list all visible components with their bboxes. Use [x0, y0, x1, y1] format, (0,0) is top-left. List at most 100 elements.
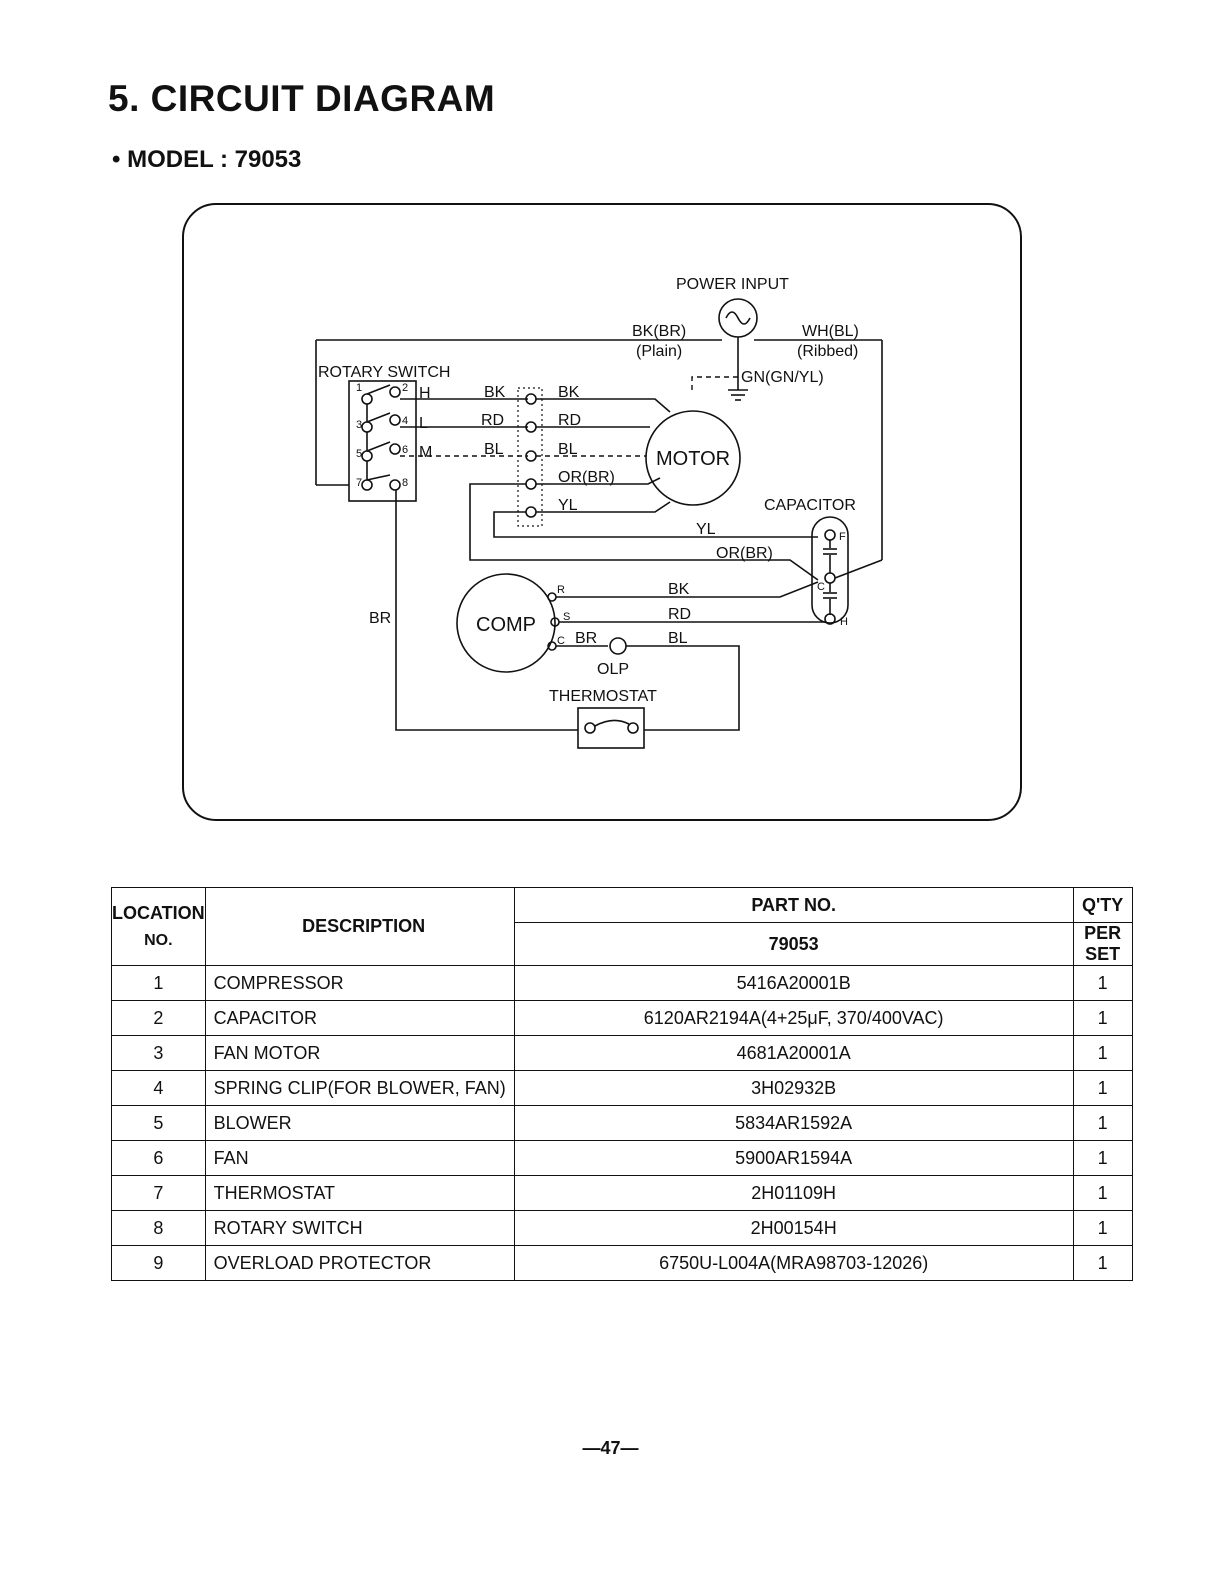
location-cell: 5	[111, 1105, 206, 1141]
ground-dashed-lead	[691, 376, 738, 392]
thermostat-switch-icon	[594, 719, 630, 727]
part-no-cell: 6750U-L004A(MRA98703-12026)	[513, 1245, 1074, 1281]
capacitor-body	[811, 516, 849, 624]
capacitor-terminals	[823, 529, 837, 625]
svg-text:RD: RD	[668, 606, 691, 623]
description-cell: FAN MOTOR	[204, 1035, 515, 1071]
svg-text:BK: BK	[668, 581, 690, 598]
description-cell: OVERLOAD PROTECTOR	[204, 1245, 515, 1281]
svg-text:YL: YL	[696, 521, 716, 538]
svg-text:F: F	[839, 531, 846, 543]
svg-text:4: 4	[402, 415, 408, 427]
qty-header-line1: Q'TY	[1072, 887, 1133, 923]
svg-text:R: R	[557, 584, 565, 596]
svg-text:BK: BK	[484, 384, 506, 401]
olp-label: OLP	[597, 661, 629, 678]
svg-text:6: 6	[402, 444, 408, 456]
description-cell: ROTARY SWITCH	[204, 1210, 515, 1246]
motor-circle	[645, 410, 741, 506]
description-cell: BLOWER	[204, 1105, 515, 1141]
diagram-frame	[182, 203, 1022, 821]
wh-bl-label: WH(BL)	[802, 323, 859, 340]
thermostat-label: THERMOSTAT	[549, 688, 657, 705]
svg-text:OR(BR): OR(BR)	[558, 469, 615, 486]
svg-text:YL: YL	[558, 497, 578, 514]
location-cell: 2	[111, 1000, 206, 1036]
qty-cell: 1	[1072, 1070, 1133, 1106]
description-cell: CAPACITOR	[204, 1000, 515, 1036]
model-subtitle: • MODEL : 79053	[112, 146, 302, 173]
qty-cell: 1	[1072, 965, 1133, 1001]
ground-label: GN(GN/YL)	[741, 369, 824, 386]
part-no-cell: 5834AR1592A	[513, 1105, 1074, 1141]
part-no-cell: 2H00154H	[513, 1210, 1074, 1246]
location-cell: 4	[111, 1070, 206, 1106]
connector-block	[517, 387, 543, 527]
part-no-cell: 5900AR1594A	[513, 1140, 1074, 1176]
bk-br-label: BK(BR)	[632, 323, 686, 340]
ribbed-label: (Ribbed)	[797, 343, 858, 360]
parts-table: LOCATION NO. DESCRIPTION PART NO. Q'TY 7…	[111, 887, 1133, 1281]
svg-text:C: C	[817, 581, 825, 593]
plain-label: (Plain)	[636, 343, 682, 360]
qty-cell: 1	[1072, 1000, 1133, 1036]
svg-text:H: H	[840, 616, 848, 628]
svg-text:8: 8	[402, 477, 408, 489]
location-cell: 7	[111, 1175, 206, 1211]
location-cell: 1	[111, 965, 206, 1001]
svg-text:BL: BL	[558, 441, 578, 458]
svg-text:S: S	[563, 611, 570, 623]
qty-cell: 1	[1072, 1035, 1133, 1071]
svg-text:OR(BR): OR(BR)	[716, 545, 773, 562]
description-cell: FAN	[204, 1140, 515, 1176]
thermostat-box	[577, 707, 645, 749]
qty-cell: 1	[1072, 1175, 1133, 1211]
compressor-circle	[456, 573, 556, 673]
description-cell: THERMOSTAT	[204, 1175, 515, 1211]
circuit-diagram: POWER INPUT BK(BR) (Plain) WH(BL) (Ribbe…	[315, 276, 883, 749]
capacitor-label: CAPACITOR	[764, 497, 856, 514]
ac-sine-icon	[725, 311, 751, 325]
location-header: LOCATION NO.	[111, 887, 206, 966]
part-no-cell: 2H01109H	[513, 1175, 1074, 1211]
part-no-cell: 4681A20001A	[513, 1035, 1074, 1071]
svg-text:BL: BL	[668, 630, 688, 647]
location-cell: 9	[111, 1245, 206, 1281]
part-no-header: PART NO.	[513, 887, 1074, 923]
svg-text:1: 1	[356, 382, 362, 394]
description-cell: COMPRESSOR	[204, 965, 515, 1001]
page-title: 5. CIRCUIT DIAGRAM	[108, 78, 496, 119]
svg-text:2: 2	[402, 382, 408, 394]
part-no-cell: 6120AR2194A(4+25μF, 370/400VAC)	[513, 1000, 1074, 1036]
svg-text:7: 7	[356, 477, 362, 489]
svg-text:RD: RD	[558, 412, 581, 429]
description-cell: SPRING CLIP(FOR BLOWER, FAN)	[204, 1070, 515, 1106]
power-input-label: POWER INPUT	[676, 276, 789, 293]
switch-h-label: H	[419, 385, 431, 402]
motor-label: MOTOR	[656, 448, 730, 470]
rotary-switch-label: ROTARY SWITCH	[318, 364, 450, 381]
svg-text:BK: BK	[558, 384, 580, 401]
model-header: 79053	[513, 922, 1074, 966]
qty-cell: 1	[1072, 1140, 1133, 1176]
description-header: DESCRIPTION	[204, 887, 515, 966]
qty-cell: 1	[1072, 1210, 1133, 1246]
location-cell: 3	[111, 1035, 206, 1071]
qty-cell: 1	[1072, 1245, 1133, 1281]
page-number: —47—	[582, 1438, 639, 1458]
rotary-switch-box	[348, 380, 417, 502]
location-cell: 8	[111, 1210, 206, 1246]
olp-icon	[609, 637, 627, 655]
switch-contacts	[361, 384, 401, 491]
qty-header-line2: PER SET	[1072, 922, 1133, 966]
br-label: BR	[369, 610, 391, 627]
svg-text:5: 5	[356, 448, 362, 460]
svg-text:BL: BL	[484, 441, 504, 458]
